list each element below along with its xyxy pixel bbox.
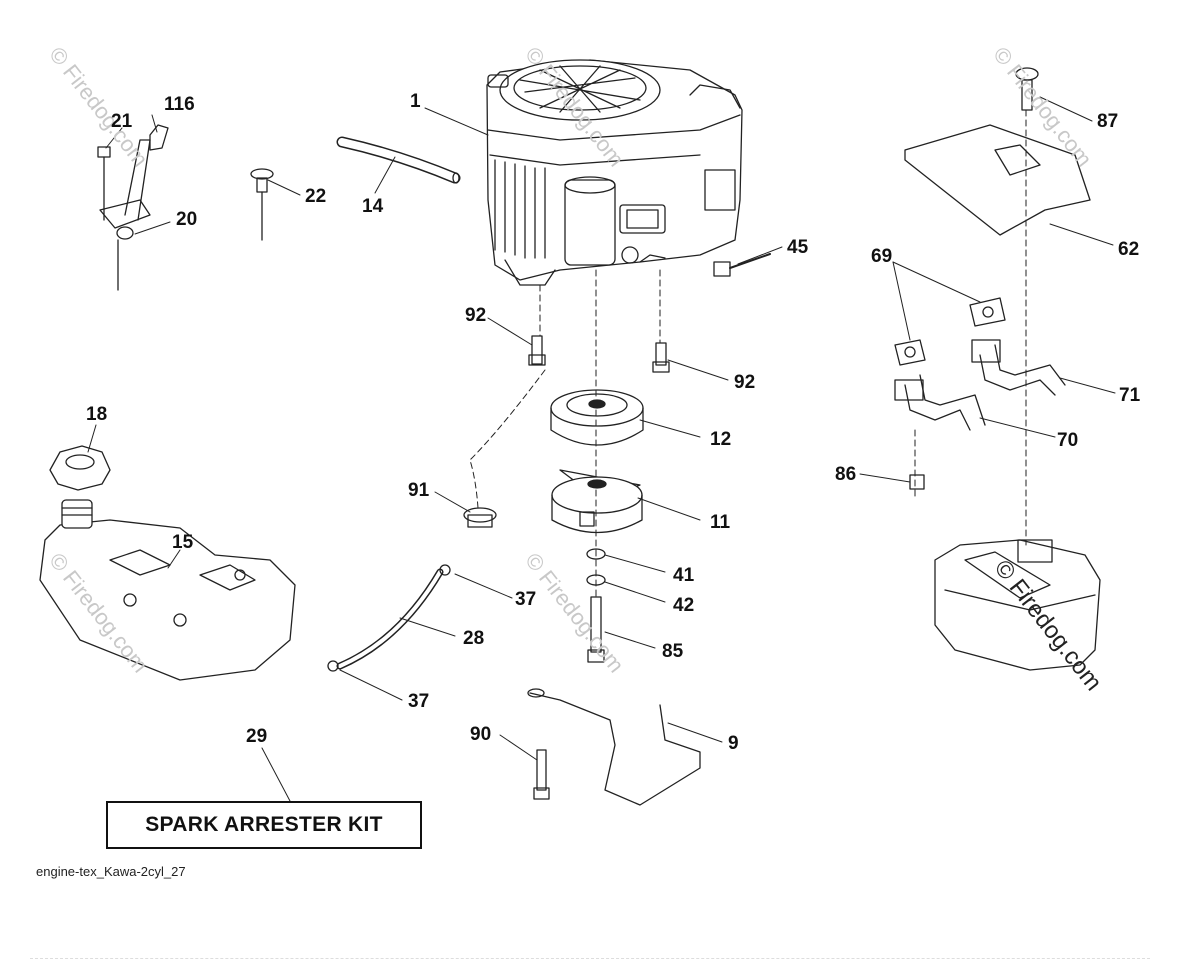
callout-85: 85 <box>662 641 684 662</box>
fuel-tank-part-15 <box>39 499 296 681</box>
callout-9: 9 <box>728 733 739 754</box>
callout-71: 71 <box>1119 385 1141 406</box>
spark-arrester-kit-box: SPARK ARRESTER KIT <box>106 801 422 849</box>
callout-18: 18 <box>86 404 108 425</box>
callout-86: 86 <box>835 464 857 485</box>
fuel-line-part-28 <box>336 568 444 670</box>
bolt-part-87 <box>1015 67 1039 111</box>
gasket-part-69 <box>894 297 1006 366</box>
exhaust-pipe-part-70 <box>904 384 971 431</box>
callout-92-right: 92 <box>734 372 756 393</box>
callout-62: 62 <box>1118 239 1140 260</box>
callout-87: 87 <box>1097 111 1119 132</box>
grommet-part-91 <box>463 507 497 528</box>
clamp-part-37-lower <box>327 660 339 672</box>
callout-37-upper: 37 <box>515 589 537 610</box>
pulley-part-12 <box>550 389 644 446</box>
callout-90: 90 <box>470 724 492 745</box>
callout-28: 28 <box>463 628 485 649</box>
callout-70: 70 <box>1057 430 1079 451</box>
callout-11: 11 <box>710 512 731 533</box>
callout-14: 14 <box>362 196 384 217</box>
clamp-part-37-upper <box>439 564 451 576</box>
heat-shield-part-62 <box>904 124 1091 236</box>
callout-91: 91 <box>408 480 430 501</box>
callout-20: 20 <box>176 209 198 230</box>
diagram-caption: engine-tex_Kawa-2cyl_27 <box>36 864 186 879</box>
bolt-part-92-left <box>528 335 546 366</box>
callout-29: 29 <box>246 726 268 747</box>
spark-arrester-kit-label: SPARK ARRESTER KIT <box>145 813 383 836</box>
callout-42: 42 <box>673 595 695 616</box>
callout-116: 116 <box>164 94 195 115</box>
callout-69: 69 <box>871 246 893 267</box>
throttle-control-part-20 <box>97 124 169 291</box>
clutch-part-11 <box>551 469 643 534</box>
washer-part-41 <box>586 548 606 560</box>
alignment-lines <box>469 109 1027 598</box>
muffler <box>934 539 1101 671</box>
exhaust-pipe-part-71 <box>979 354 1056 396</box>
fuel-cap-part-18 <box>49 445 111 491</box>
bolt-part-85 <box>587 596 605 663</box>
callout-37-lower: 37 <box>408 691 430 712</box>
bottom-divider <box>30 958 1150 959</box>
callout-41: 41 <box>673 565 695 586</box>
callout-92-left: 92 <box>465 305 487 326</box>
callout-1: 1 <box>410 91 421 112</box>
rod-part-9 <box>529 692 701 806</box>
callout-45: 45 <box>787 237 809 258</box>
nut-part-86 <box>909 474 925 490</box>
engine-part-1 <box>486 59 743 286</box>
callout-21: 21 <box>111 111 133 132</box>
nut-part-45 <box>713 253 771 277</box>
choke-part-22 <box>250 168 274 241</box>
bolt-part-92-right <box>652 342 670 373</box>
callout-15: 15 <box>172 532 194 553</box>
callout-22: 22 <box>305 186 327 207</box>
bolt-part-90 <box>533 749 550 800</box>
callout-12: 12 <box>710 429 732 450</box>
leader-lines <box>87 96 1116 802</box>
